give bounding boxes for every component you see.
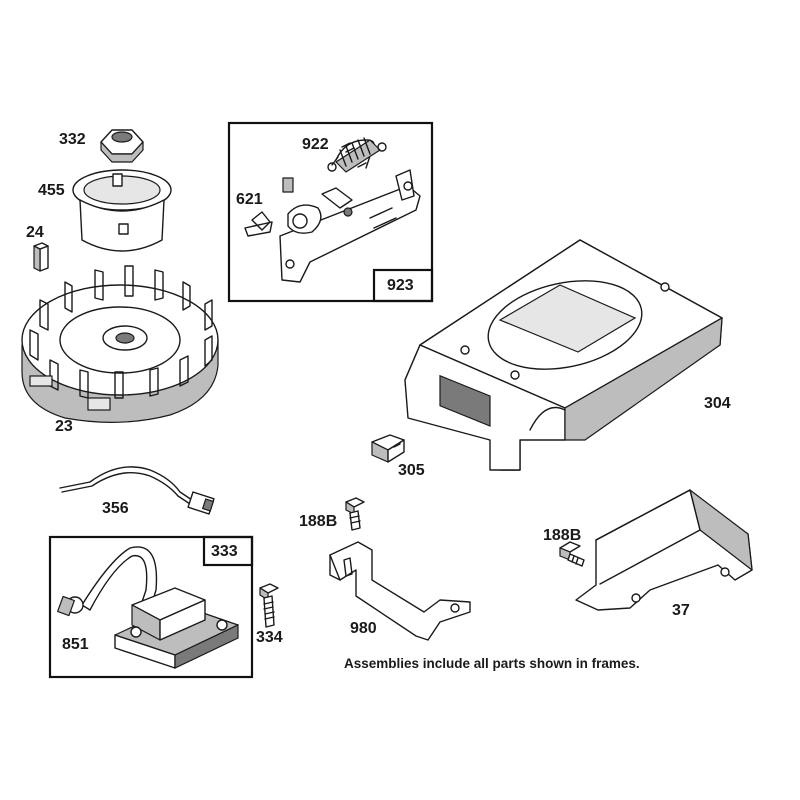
label-332: 332 bbox=[59, 131, 86, 148]
part-37-bracket bbox=[575, 489, 753, 611]
label-851: 851 bbox=[62, 636, 89, 653]
label-333: 333 bbox=[211, 543, 238, 560]
label-23: 23 bbox=[55, 418, 73, 435]
label-304: 304 bbox=[704, 395, 731, 412]
part-356-ground-wire bbox=[59, 466, 215, 515]
label-356: 356 bbox=[102, 500, 129, 517]
assembly-923-frame bbox=[227, 121, 434, 303]
part-333-ignition-armature bbox=[114, 587, 239, 669]
label-188b-right: 188B bbox=[543, 527, 582, 544]
part-980-bracket bbox=[329, 541, 471, 641]
part-24-key bbox=[33, 242, 49, 272]
part-governor-control-plate bbox=[279, 169, 421, 283]
part-334-screw bbox=[259, 583, 279, 628]
part-23-flywheel bbox=[21, 265, 219, 423]
part-304-blower-housing bbox=[404, 239, 723, 471]
part-188b-screw-left bbox=[345, 497, 365, 531]
label-188b-left: 188B bbox=[299, 513, 338, 530]
label-24: 24 bbox=[26, 224, 44, 241]
part-922-spring bbox=[327, 137, 387, 173]
label-621: 621 bbox=[236, 191, 263, 208]
part-621-linkage bbox=[244, 177, 294, 237]
part-188b-screw-right bbox=[559, 541, 585, 567]
label-455: 455 bbox=[38, 182, 65, 199]
label-305: 305 bbox=[398, 462, 425, 479]
part-332-hex-nut bbox=[100, 129, 144, 163]
assembly-333-frame bbox=[48, 535, 254, 679]
assembly-note: Assemblies include all parts shown in fr… bbox=[344, 656, 640, 671]
part-305-screw bbox=[371, 434, 405, 463]
label-923: 923 bbox=[387, 277, 414, 294]
label-334: 334 bbox=[256, 629, 283, 646]
label-980: 980 bbox=[350, 620, 377, 637]
label-37: 37 bbox=[672, 602, 690, 619]
part-455-starter-cup bbox=[72, 169, 172, 252]
label-922: 922 bbox=[302, 136, 329, 153]
